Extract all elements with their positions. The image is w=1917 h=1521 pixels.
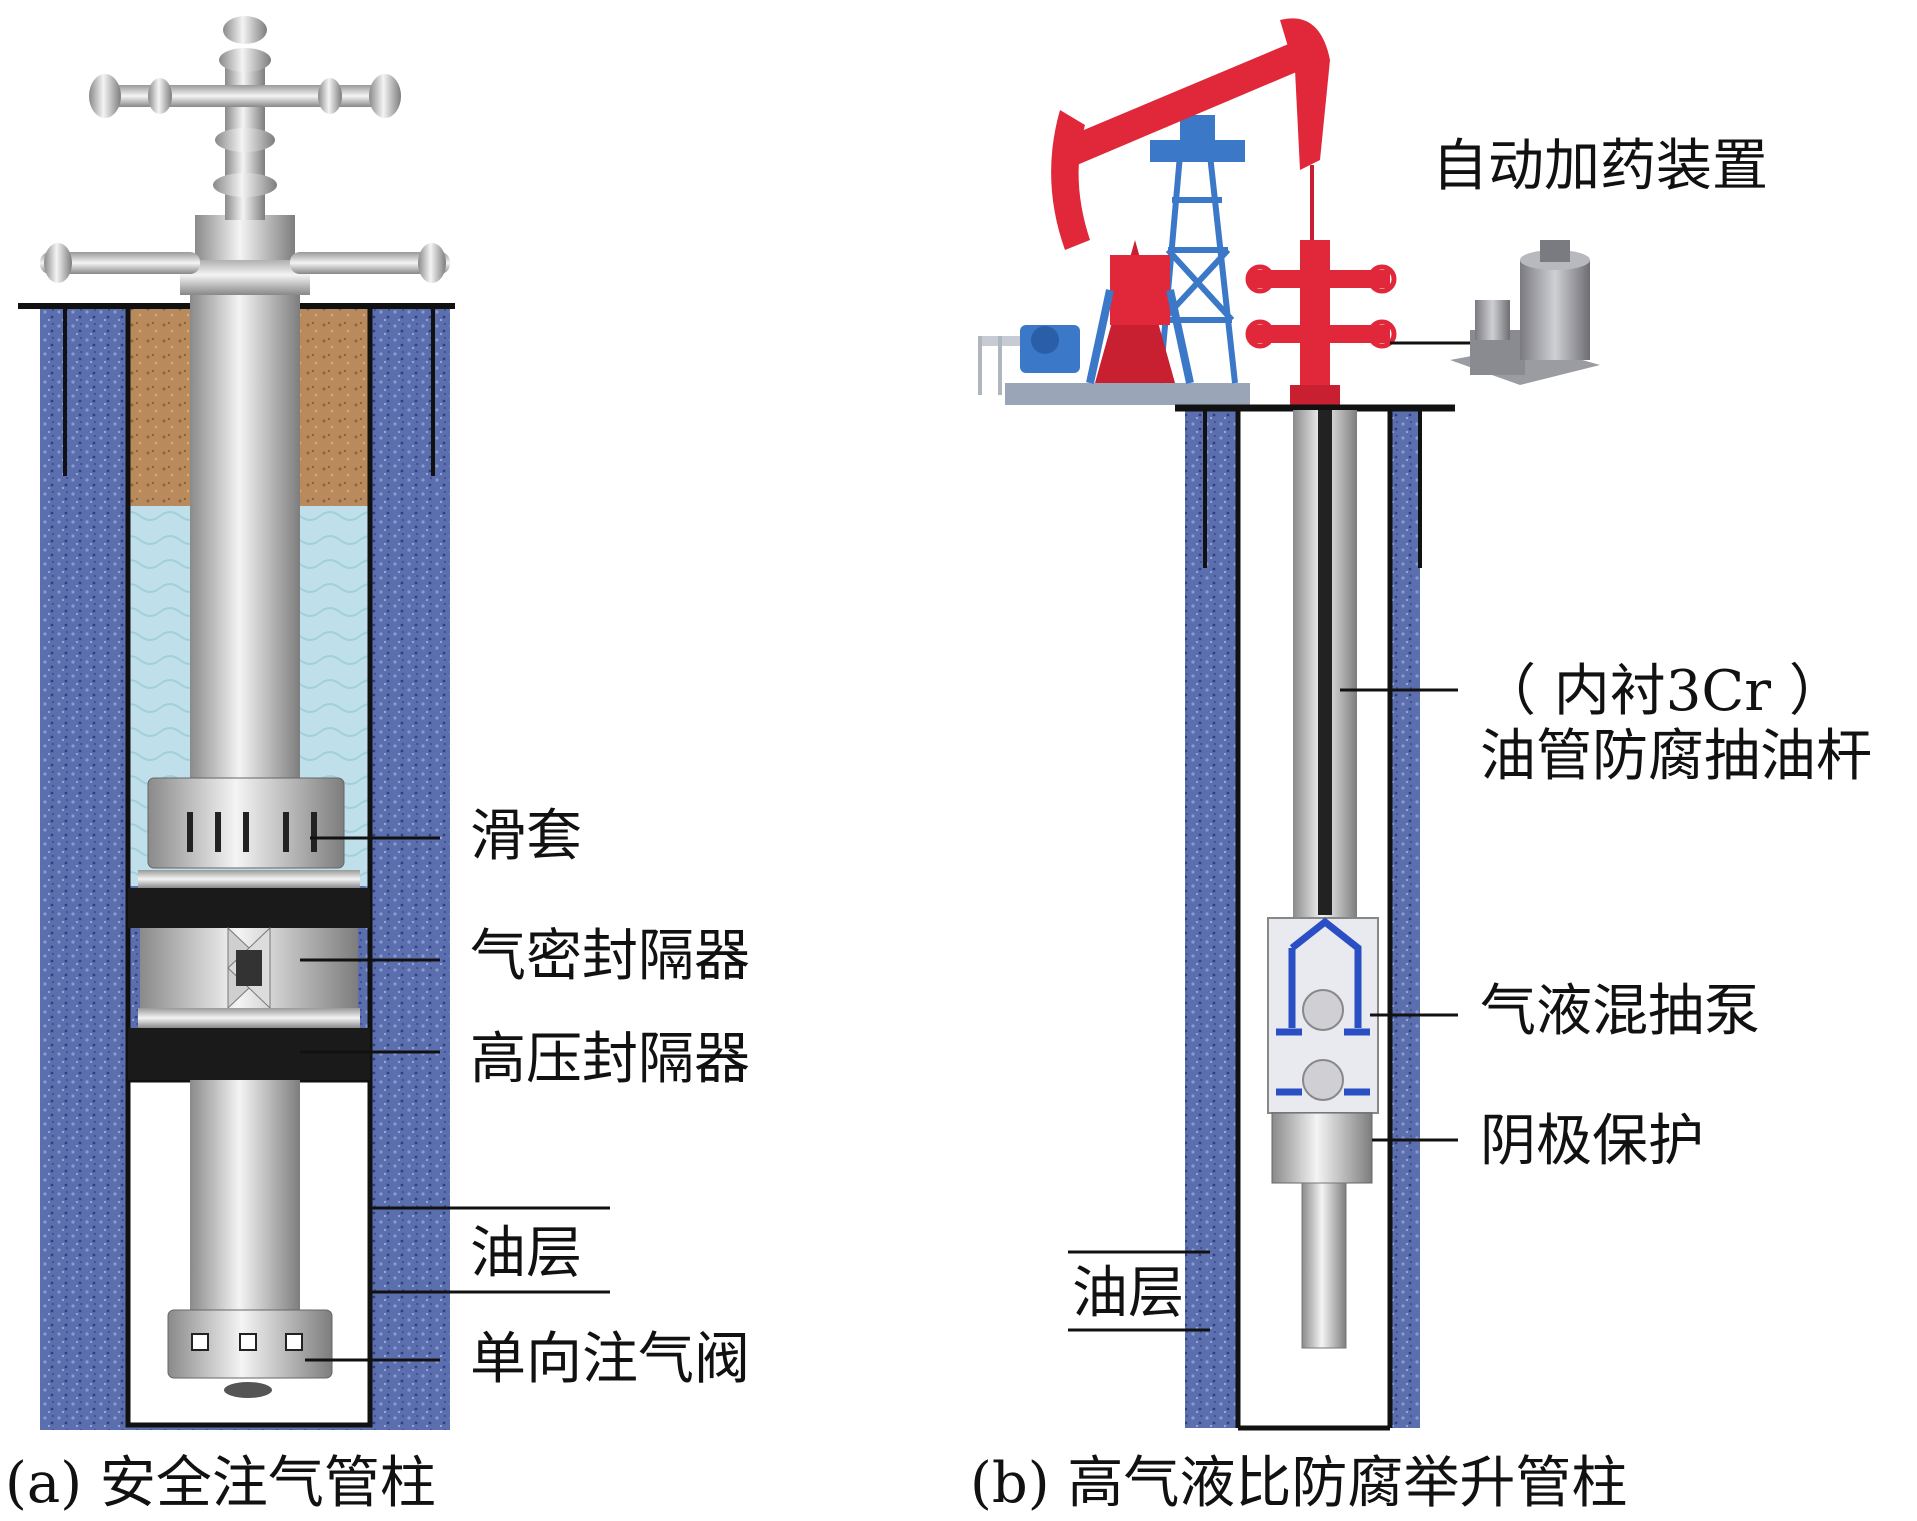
check-valve: [167, 1309, 333, 1398]
wellhead-a: [40, 16, 450, 295]
gas-tight-packer: [128, 888, 370, 1028]
label-oil-layer-b: 油层: [1072, 1261, 1184, 1326]
soil-annulus-left: [128, 306, 190, 506]
label-high-pressure-packer: 高压封隔器: [470, 1027, 750, 1092]
label-rod-line1: （ 内衬3Cr ）: [1480, 659, 1845, 724]
auto-dosing-device: [1390, 240, 1600, 385]
sucker-rod: [1318, 410, 1332, 915]
tubing-a-lower: [190, 1080, 300, 1320]
label-oil-layer-a: 油层: [470, 1221, 582, 1286]
label-sliding-sleeve: 滑套: [470, 804, 582, 869]
caption-b: (b) 高气液比防腐举升管柱: [970, 1451, 1627, 1516]
label-cathodic-protection: 阴极保护: [1480, 1109, 1704, 1174]
gas-liquid-pump: [1267, 917, 1379, 1114]
label-auto-dosing: 自动加药装置: [1432, 134, 1768, 199]
label-rod-line2: 油管防腐抽油杆: [1480, 724, 1872, 789]
tail-pipe: [1301, 1182, 1347, 1349]
high-pressure-packer: [128, 1028, 370, 1080]
diagram-a: 滑套 气密封隔器 高压封隔器 油层 单向注气阀 (a) 安全注气管柱: [5, 16, 750, 1516]
caption-a: (a) 安全注气管柱: [5, 1451, 436, 1516]
label-gas-tight-packer: 气密封隔器: [470, 924, 750, 989]
pumping-unit: [978, 18, 1397, 407]
diagram-b: 自动加药装置 （ 内衬3Cr ） 油管防腐抽油杆 气液混抽泵 阴极保护 油层 (…: [970, 18, 1872, 1516]
soil-annulus-right: [300, 306, 370, 506]
tubing-a: [190, 290, 300, 780]
label-check-valve: 单向注气阀: [470, 1327, 750, 1392]
label-gas-liquid-pump: 气液混抽泵: [1480, 979, 1760, 1044]
sliding-sleeve: [138, 777, 360, 888]
cathodic-protection: [1271, 1112, 1373, 1184]
